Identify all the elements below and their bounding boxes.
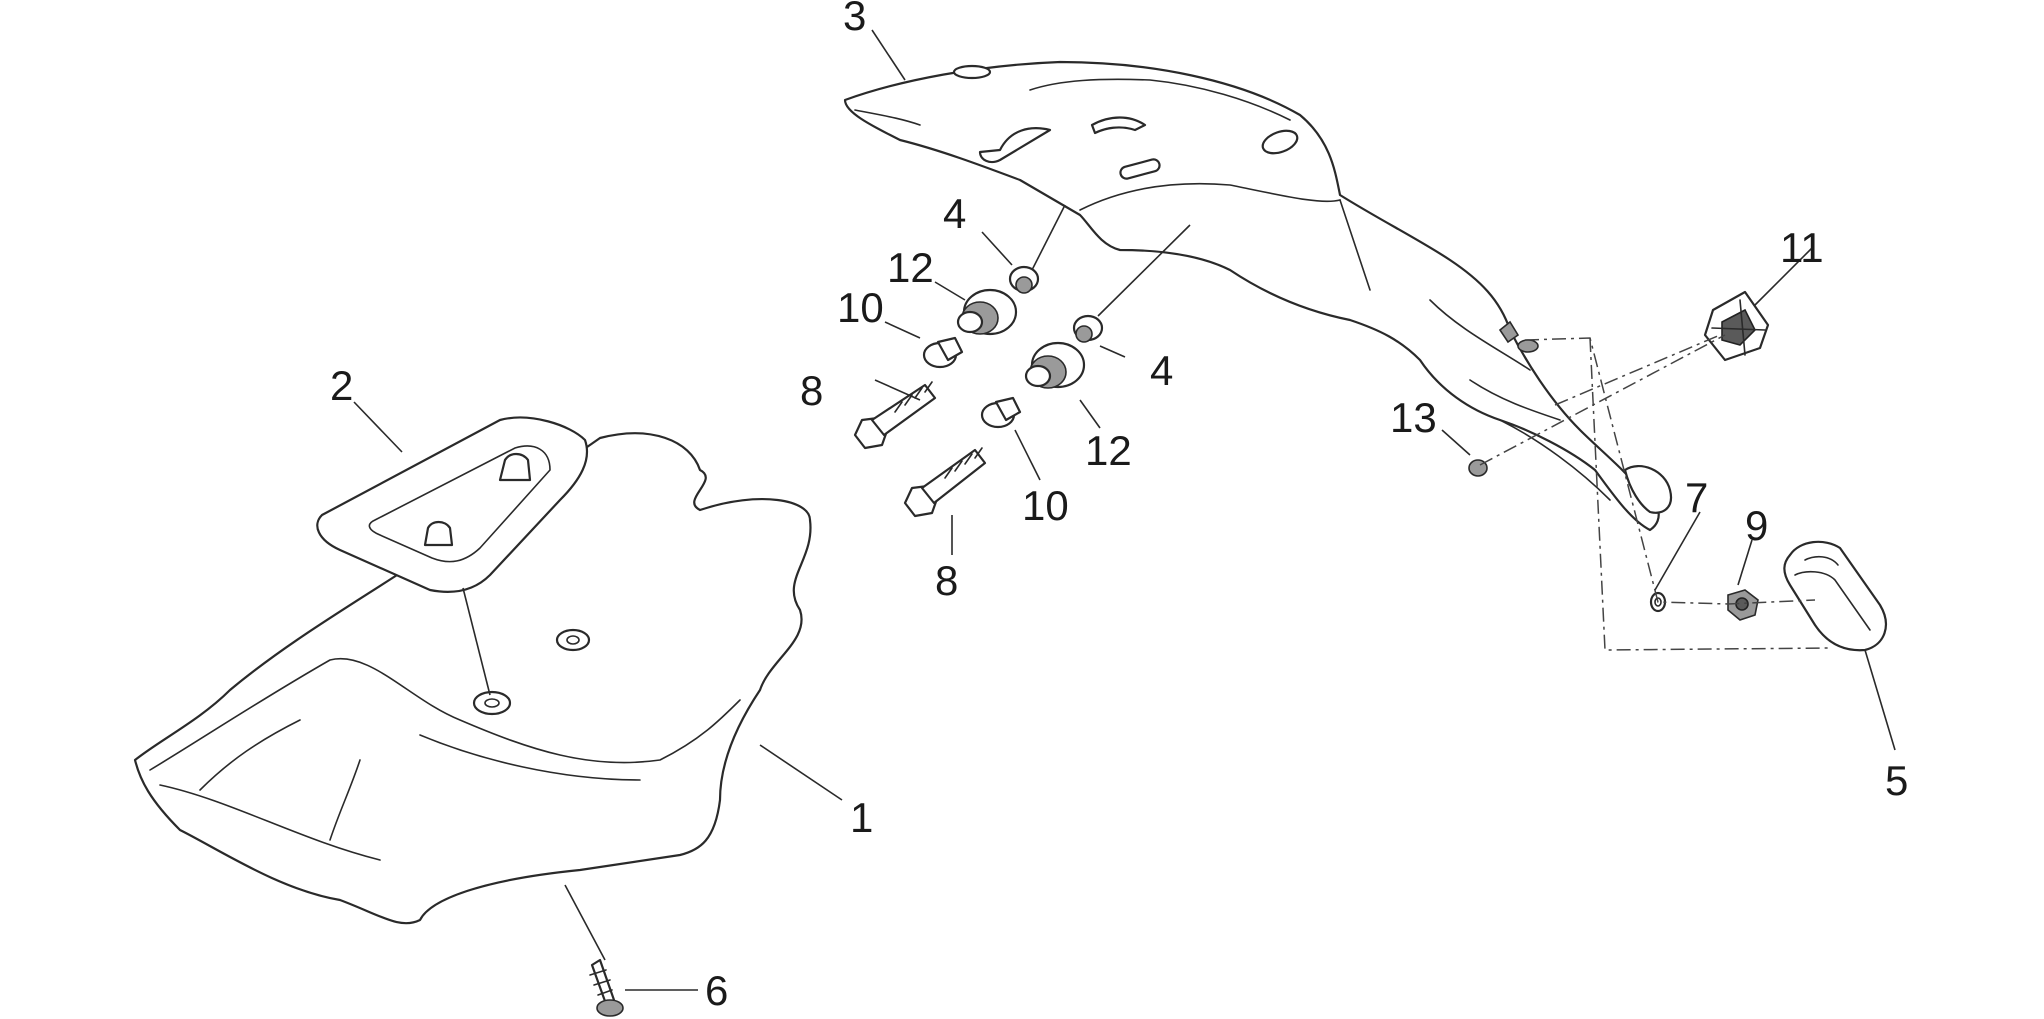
callout-2: 2 [330,362,353,409]
leader-lines [353,29,1896,991]
callout-4b: 4 [1150,347,1173,394]
part-12-grommet-b [1024,341,1086,389]
callout-1: 1 [850,794,873,841]
part-10-washer-a [922,336,964,369]
callout-labels: 1 2 3 4 4 5 6 7 8 8 9 10 10 11 12 12 13 [330,0,1908,1014]
callout-11: 11 [1780,224,1824,271]
callout-7: 7 [1685,474,1708,521]
part-4-bushing-b [1072,314,1104,343]
part-9-nut [1727,589,1759,621]
callout-3: 3 [843,0,866,39]
part-11-cap [1703,290,1770,362]
part-6-screw [589,958,624,1017]
callout-9: 9 [1745,502,1768,549]
callout-12b: 12 [1085,427,1132,474]
part-12-grommet-a [956,288,1018,336]
callout-10a: 10 [837,284,884,331]
callout-10b: 10 [1022,482,1069,529]
part-1-tray [133,432,812,925]
part-4-bushing-a [1008,265,1040,294]
part-8-bolt-b [903,447,987,518]
part-8-bolt-a [853,381,937,450]
part-2-latch-plate [316,416,589,593]
callout-12a: 12 [887,244,934,291]
callout-8b: 8 [935,557,958,604]
assembly-lines [1479,334,1831,651]
callout-4a: 4 [943,190,966,237]
part-10-washer-b [980,396,1022,429]
part-3-rear-mudguard [843,60,1673,532]
callout-6: 6 [705,967,728,1014]
callout-13: 13 [1390,394,1437,441]
part-5-reflector [1783,540,1887,652]
callout-5: 5 [1885,757,1908,804]
callout-8a: 8 [800,367,823,414]
